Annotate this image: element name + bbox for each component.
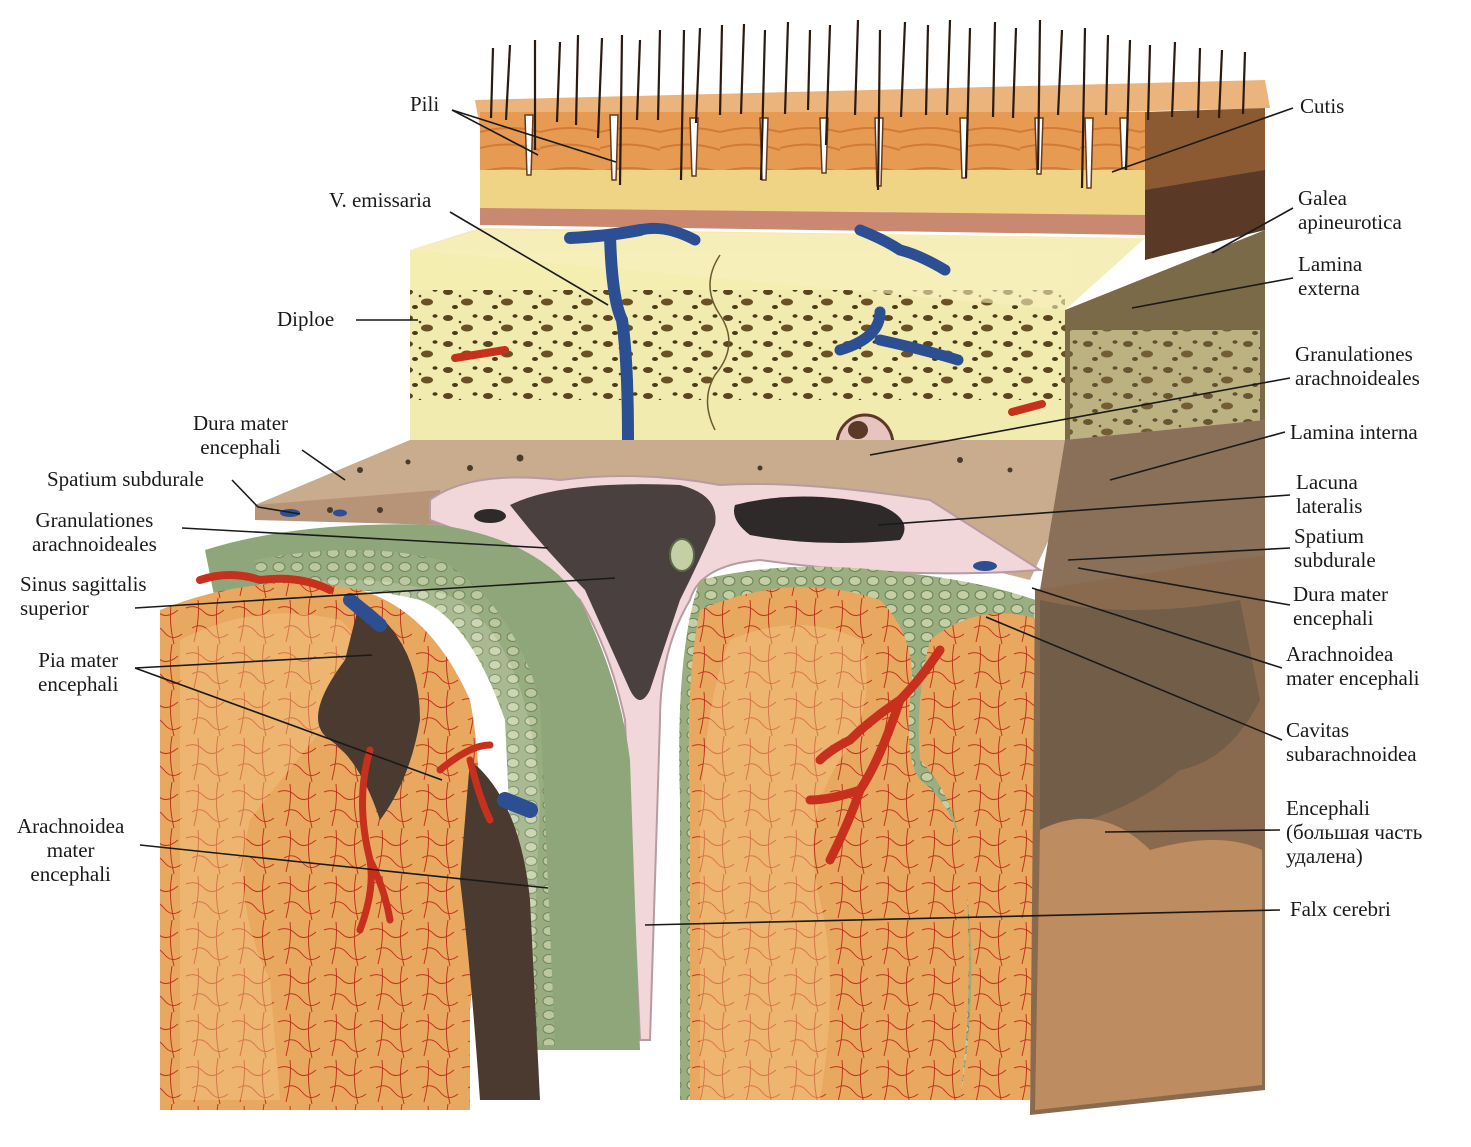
cutis-layer (475, 19, 1270, 274)
label-lamina-interna: Lamina interna (1290, 420, 1418, 444)
label-falx-cerebri: Falx cerebri (1290, 897, 1391, 921)
leader-lines (134, 107, 1294, 926)
left-hemisphere (160, 524, 640, 1110)
sinus-and-falx (280, 475, 1044, 1041)
label-cutis: Cutis (1300, 94, 1345, 118)
label-spatium-subdurale-left: Spatium subdurale (47, 467, 204, 491)
label-pili: Pili (410, 92, 440, 116)
label-v-emissaria: V. emissaria (329, 188, 432, 212)
right-hemisphere (679, 555, 1265, 1115)
label-diploe: Diploe (277, 307, 335, 331)
